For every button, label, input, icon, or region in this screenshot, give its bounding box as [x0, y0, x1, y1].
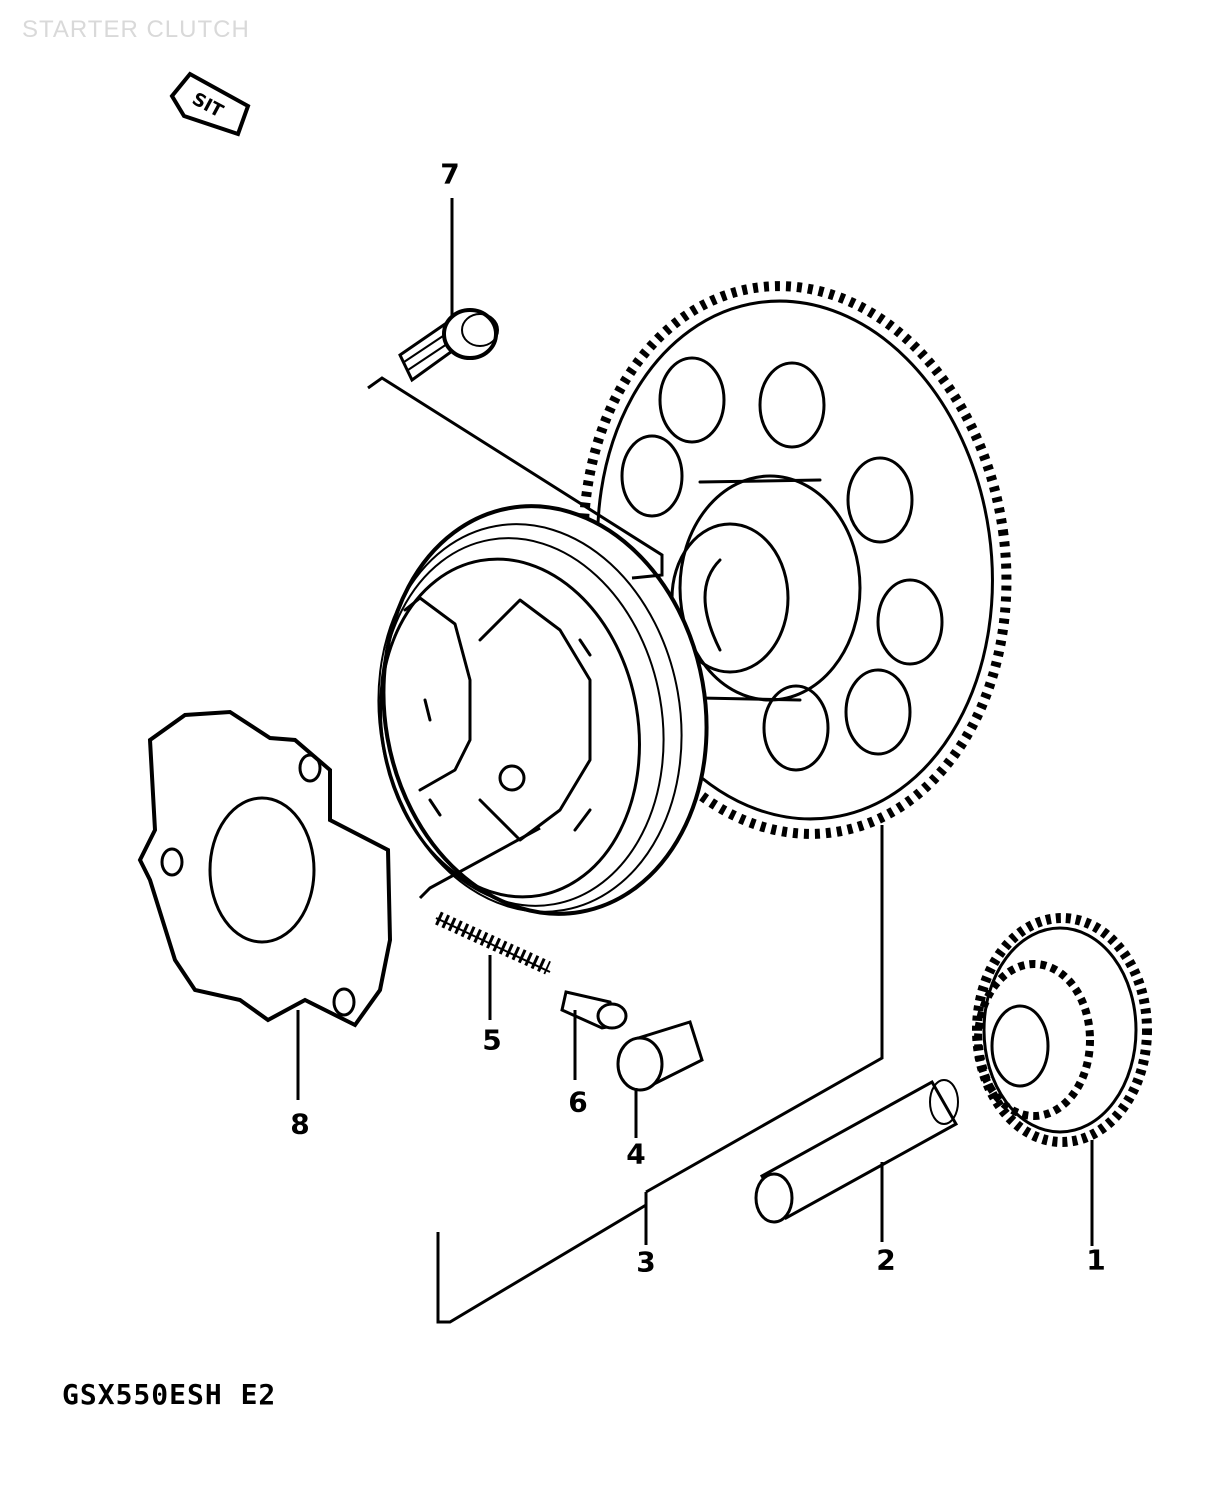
- callout-part-8: 8: [290, 1107, 310, 1141]
- leader-line-3-bracket: [436, 1203, 647, 1324]
- starter-clutch-gear: [578, 281, 1012, 839]
- direction-arrow-icon: SIT: [169, 71, 251, 137]
- callout-part-3: 3: [636, 1245, 656, 1279]
- leader-lines: [296, 198, 1094, 1324]
- idle-gear-part-1: [972, 913, 1152, 1147]
- watermark-title: STARTER CLUTCH: [22, 16, 250, 43]
- spring-part-5: [435, 911, 551, 975]
- callout-part-6: 6: [568, 1085, 588, 1119]
- roller-part-4: [616, 1020, 704, 1092]
- housing-roller-pocket: [498, 764, 526, 792]
- bolt-part-7: [398, 308, 499, 383]
- gear-bolt-holes: [620, 356, 944, 772]
- callout-part-5: 5: [482, 1023, 502, 1057]
- leader-line-7-ref: [367, 376, 664, 580]
- leader-line-gear: [645, 825, 884, 1194]
- plate-part-8: [137, 709, 393, 1028]
- callout-part-7: 7: [440, 157, 460, 191]
- leader-line-housing-ref: [418, 826, 541, 900]
- plunger-part-6: [560, 990, 628, 1030]
- model-code: GSX550ESH E2: [62, 1378, 277, 1411]
- shaft-part-2: [754, 1079, 959, 1224]
- callout-part-1: 1: [1086, 1243, 1106, 1277]
- callout-part-4: 4: [626, 1137, 646, 1171]
- one-way-clutch-housing: [377, 504, 709, 916]
- callout-part-2: 2: [876, 1243, 896, 1277]
- gear-teeth-ring: [578, 281, 1012, 839]
